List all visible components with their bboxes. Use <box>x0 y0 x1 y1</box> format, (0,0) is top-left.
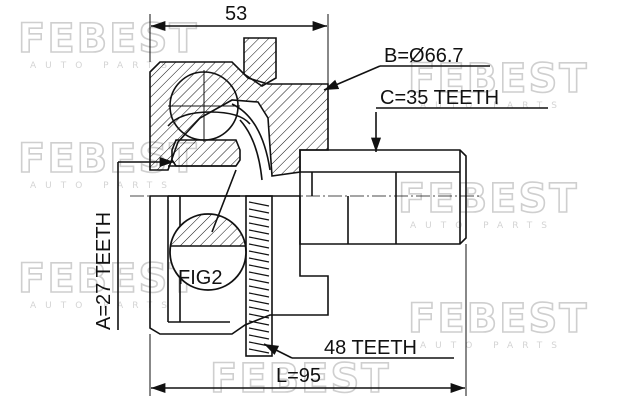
inner-race-arc <box>167 111 251 127</box>
abs-tooth <box>248 201 270 207</box>
fig2-leader <box>211 169 237 233</box>
abs-tooth <box>248 236 270 242</box>
abs-ring-teeth <box>248 201 270 354</box>
dim-a-text: A=27 TEETH <box>93 212 115 330</box>
abs-tooth <box>248 299 270 305</box>
dim-b: B=Ø66.7 <box>323 45 490 91</box>
svg-text:AUTO PARTS: AUTO PARTS <box>420 341 566 351</box>
abs-tooth <box>248 334 270 340</box>
dim-a: A=27 TEETH <box>93 156 174 330</box>
abs-tooth <box>248 215 270 221</box>
svg-text:AUTO PARTS: AUTO PARTS <box>410 221 556 231</box>
svg-text:FEBEST: FEBEST <box>408 296 589 342</box>
svg-text:FEBEST: FEBEST <box>408 56 589 102</box>
fig2-detail: FIG2 <box>169 213 247 291</box>
inner-race <box>171 139 241 167</box>
watermark-6: FEBEST AUTO PARTS <box>407 295 589 351</box>
fig2-hatch <box>170 214 246 246</box>
abs-tooth <box>248 313 270 319</box>
dim-c: C=35 TEETH <box>370 87 548 152</box>
watermark-2: FEBEST AUTO PARTS <box>407 55 589 111</box>
abs-tooth <box>248 222 270 228</box>
abs-tooth <box>248 278 270 284</box>
dim-l: L=95 <box>149 244 467 396</box>
dim-abs-text: 48 TEETH <box>324 337 417 359</box>
cv-joint-body: FIG2 <box>130 37 480 357</box>
race-curve-lower <box>231 103 271 171</box>
dim-b-text: B=Ø66.7 <box>384 45 464 67</box>
housing-tab <box>243 37 277 87</box>
dim-abs-leader <box>263 343 293 359</box>
watermark-layer: FEBEST AUTO PARTS FEBEST AUTO PARTS FEBE… <box>17 15 589 400</box>
abs-tooth <box>248 264 270 270</box>
dim-53-text: 53 <box>225 3 247 25</box>
svg-text:AUTO PARTS: AUTO PARTS <box>30 301 176 311</box>
abs-ring <box>245 195 273 357</box>
abs-tooth <box>248 320 270 326</box>
abs-tooth <box>248 250 270 256</box>
fig2-label: FIG2 <box>178 267 222 289</box>
housing-lower <box>149 195 329 335</box>
watermark-4: FEBEST AUTO PARTS <box>397 175 579 231</box>
svg-text:FEBEST: FEBEST <box>18 16 199 62</box>
abs-tooth <box>248 257 270 263</box>
svg-text:AUTO PARTS: AUTO PARTS <box>420 101 566 111</box>
abs-tooth <box>248 348 270 354</box>
abs-tooth <box>248 292 270 298</box>
abs-tooth <box>248 229 270 235</box>
abs-tooth <box>248 327 270 333</box>
dim-abs: 48 TEETH <box>263 337 454 359</box>
abs-tooth <box>248 208 270 214</box>
svg-text:AUTO PARTS: AUTO PARTS <box>30 181 176 191</box>
dim-c-text: C=35 TEETH <box>380 87 499 109</box>
svg-text:AUTO PARTS: AUTO PARTS <box>30 61 176 71</box>
dim-53: 53 <box>149 3 329 84</box>
abs-tooth <box>248 306 270 312</box>
abs-tooth <box>248 243 270 249</box>
race-curve-upper <box>239 119 263 181</box>
abs-tooth <box>248 285 270 291</box>
dim-l-text: L=95 <box>276 365 321 387</box>
abs-tooth <box>248 271 270 277</box>
dim-b-leader <box>323 65 381 91</box>
svg-text:FEBEST: FEBEST <box>398 176 579 222</box>
